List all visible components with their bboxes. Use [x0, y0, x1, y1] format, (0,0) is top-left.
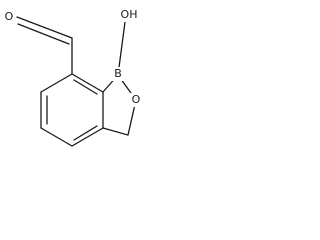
- atom-label-o-aldehyde: O: [5, 10, 14, 23]
- atom-label-oh: OH: [121, 8, 138, 21]
- bond-b-oh: [117, 21, 126, 76]
- atom-label-o-ring: O: [132, 93, 141, 106]
- atom-b: B: [112, 67, 125, 81]
- bond-cho-o-1: [16, 16, 73, 39]
- bond-c3a-c4: [71, 127, 104, 147]
- bond-c4-c5: [40, 127, 73, 147]
- atom-label-b: B: [114, 67, 122, 80]
- atom-o-ring: O: [130, 93, 143, 107]
- atom-oh: OH: [117, 8, 141, 22]
- molecule-structure-diagram: O OH B O: [4, 8, 143, 147]
- bond-c6-c7: [40, 73, 73, 93]
- bond-c7-c7a-inner: [73, 79, 98, 95]
- atom-o-aldehyde: O: [4, 10, 15, 24]
- label-mask: [112, 67, 125, 81]
- label-mask: [117, 8, 141, 22]
- label-mask: [4, 11, 15, 24]
- bond-cho-o-2: [17, 23, 70, 45]
- bond-c3a-c4-inner: [73, 125, 98, 141]
- bonds: [16, 16, 137, 147]
- label-mask: [130, 93, 143, 107]
- atom-labels: O OH B O: [4, 8, 143, 107]
- bond-ch2-c3a: [102, 127, 129, 136]
- bond-c7-c7a: [71, 73, 104, 93]
